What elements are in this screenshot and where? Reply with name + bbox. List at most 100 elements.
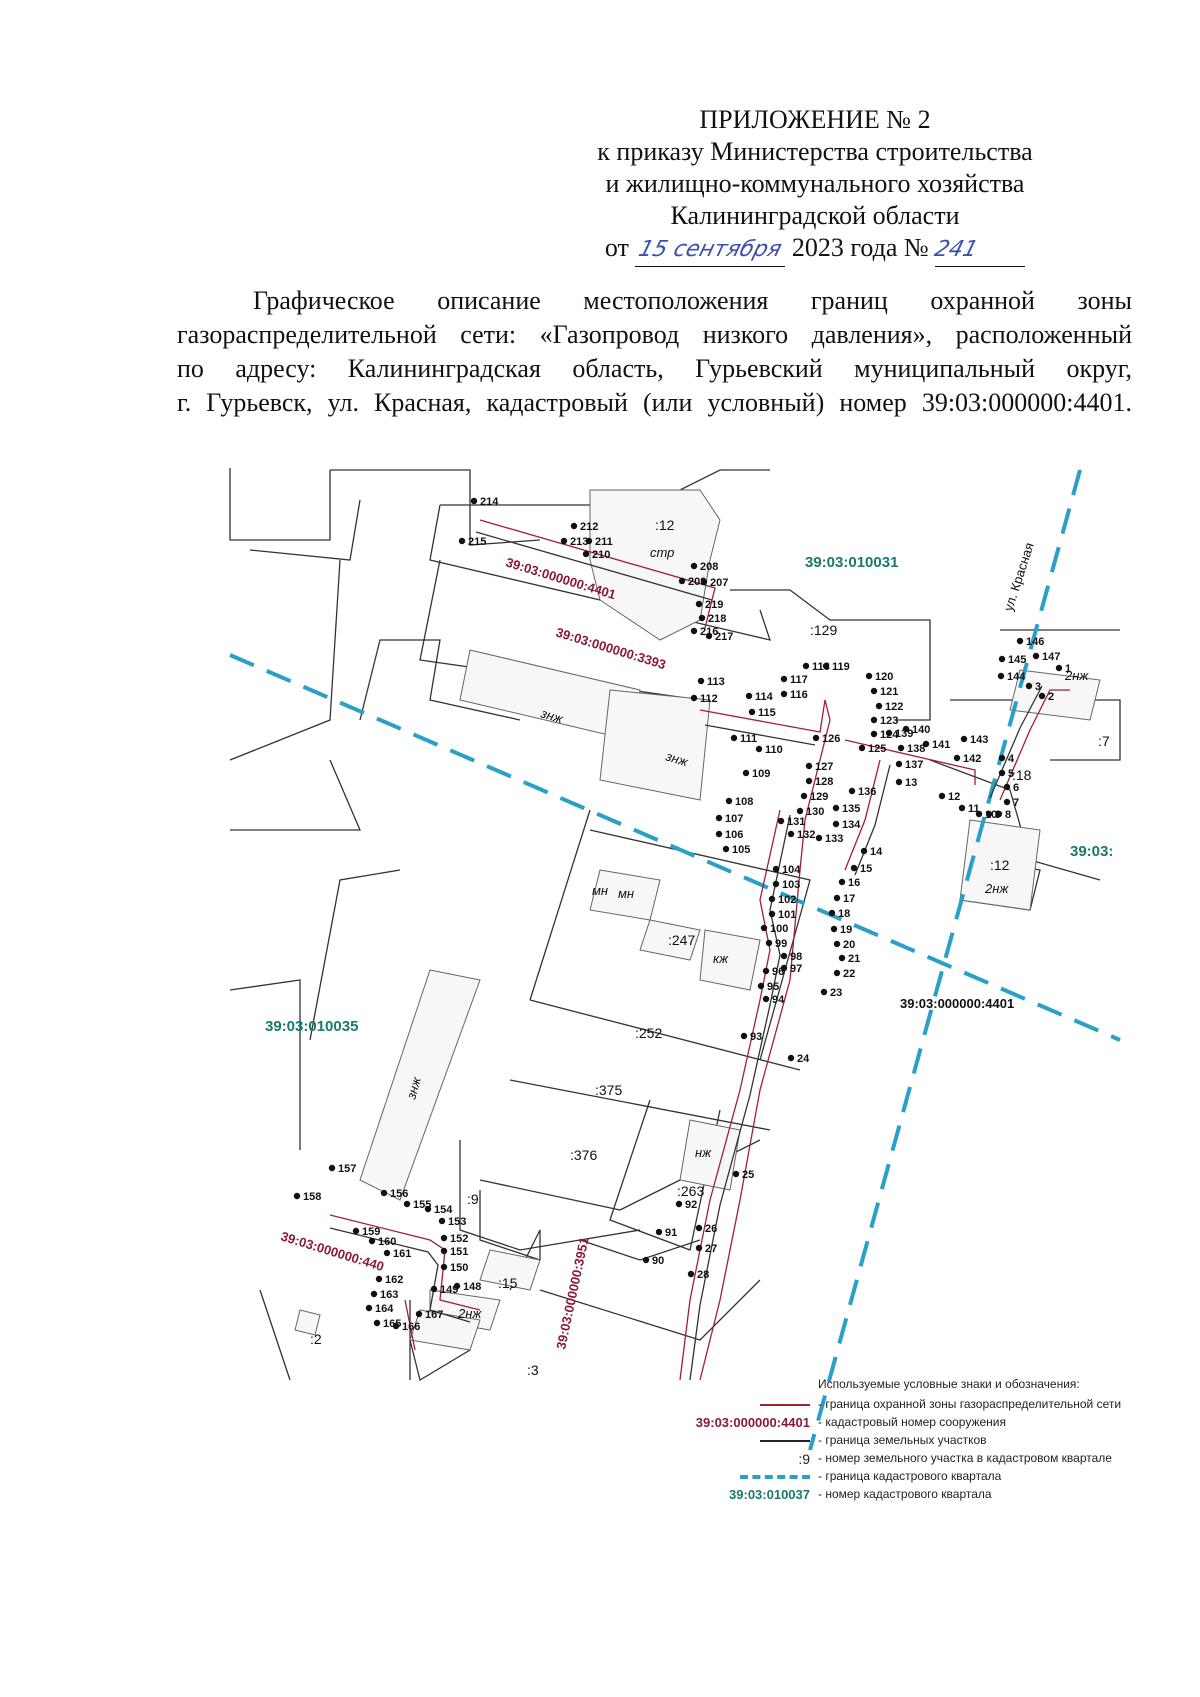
structure-label: 39:03:000000:4401: [900, 996, 1014, 1011]
point-label: 137: [905, 759, 923, 771]
parcel-number: :7: [1098, 733, 1110, 749]
point-label: 9: [995, 809, 1001, 821]
date-line: от 15 сентября 2023 года № 241: [560, 232, 1070, 267]
point-label: 1: [1065, 663, 1071, 675]
boundary-point: [373, 1319, 381, 1327]
boundary-point: [902, 725, 910, 733]
boundary-point: [958, 804, 966, 812]
boundary-point: [820, 988, 828, 996]
boundary-point: [768, 910, 776, 918]
boundary-point: [938, 792, 946, 800]
boundary-point: [830, 925, 838, 933]
boundary-point: [860, 847, 868, 855]
point-label: 7: [1013, 797, 1019, 809]
boundary-point: [715, 814, 723, 822]
boundary-point: [1055, 664, 1063, 672]
boundary-point: [440, 1247, 448, 1255]
boundary-point: [440, 1263, 448, 1271]
region-line: Калининградской области: [670, 201, 960, 230]
parcel-number: :18: [1012, 767, 1032, 783]
boundary-point: [833, 969, 841, 977]
boundary-point: [585, 537, 593, 545]
point-label: 113: [707, 676, 725, 688]
description-paragraph: Графическое описание местоположения гран…: [177, 284, 1132, 420]
boundary-point: [815, 834, 823, 842]
parcel-number: :129: [810, 622, 837, 638]
boundary-point: [730, 734, 738, 742]
point-label: 102: [778, 894, 796, 906]
point-label: 136: [858, 786, 876, 798]
boundary-point: [998, 769, 1006, 777]
boundary-point: [1032, 652, 1040, 660]
boundary-point: [787, 1054, 795, 1062]
point-label: 91: [665, 1227, 677, 1239]
point-label: 117: [790, 674, 808, 686]
parcel-number: :3: [527, 1362, 539, 1378]
point-label: 20: [843, 939, 855, 951]
boundary-point: [998, 655, 1006, 663]
point-label: 150: [450, 1262, 468, 1274]
point-label: 100: [770, 923, 788, 935]
boundary-point: [828, 909, 836, 917]
building-label: 2нж: [457, 1306, 482, 1321]
point-label: 104: [782, 864, 801, 876]
quarter-label: 39:03:010035: [265, 1018, 358, 1035]
boundary-point: [805, 777, 813, 785]
point-label: 15: [860, 863, 872, 875]
building-label: мн: [592, 883, 608, 898]
building-label: мн: [618, 886, 634, 901]
boundary-point: [985, 810, 993, 818]
boundary-point: [424, 1205, 432, 1213]
point-label: 28: [697, 1269, 709, 1281]
point-label: 4: [1008, 753, 1015, 765]
point-label: 16: [848, 877, 860, 889]
point-label: 90: [652, 1255, 664, 1267]
point-label: 108: [735, 796, 753, 808]
boundary-point: [780, 690, 788, 698]
point-label: 107: [725, 813, 743, 825]
point-label: 119: [832, 661, 850, 673]
boundary-point: [895, 760, 903, 768]
boundary-point: [453, 1282, 461, 1290]
boundary-point: [368, 1237, 376, 1245]
point-label: 101: [778, 909, 796, 921]
building-label: стр: [650, 545, 674, 560]
legend-title: Используемые условные знаки и обозначени…: [818, 1377, 1080, 1391]
boundary-point: [458, 537, 466, 545]
boundary-point: [328, 1164, 336, 1172]
boundary-point: [895, 778, 903, 786]
boundary-point: [870, 687, 878, 695]
boundary-point: [705, 632, 713, 640]
legend-item: - граница кадастрового квартала: [660, 1469, 1180, 1487]
date-prefix: от: [604, 233, 629, 262]
point-label: 13: [905, 777, 917, 789]
boundary-point: [832, 820, 840, 828]
boundary-point: [865, 672, 873, 680]
boundary-point: [922, 740, 930, 748]
point-label: 123: [880, 715, 898, 727]
parcel-number: :12: [990, 857, 1010, 873]
point-label: 122: [885, 701, 903, 713]
point-label: 135: [842, 803, 860, 815]
boundary-point: [832, 804, 840, 812]
boundary-point: [777, 817, 785, 825]
boundary-point: [848, 787, 856, 795]
point-label: 98: [790, 951, 802, 963]
boundary-point: [745, 692, 753, 700]
parcel-number: :12: [655, 517, 675, 533]
parcel-number: :247: [668, 932, 695, 948]
boundary-point: [885, 729, 893, 737]
quarter-boundaries: [229, 469, 1121, 1451]
boundary-point: [833, 940, 841, 948]
building-label: 2нж: [984, 881, 1009, 896]
point-label: 141: [932, 739, 950, 751]
boundary-point: [690, 694, 698, 702]
boundary-point: [440, 1234, 448, 1242]
boundary-point: [740, 1032, 748, 1040]
boundary-point: [796, 807, 804, 815]
parcel-number: :9: [467, 1191, 479, 1207]
point-label: 110: [765, 744, 783, 756]
point-label: 133: [825, 833, 843, 845]
boundary-point: [960, 735, 968, 743]
